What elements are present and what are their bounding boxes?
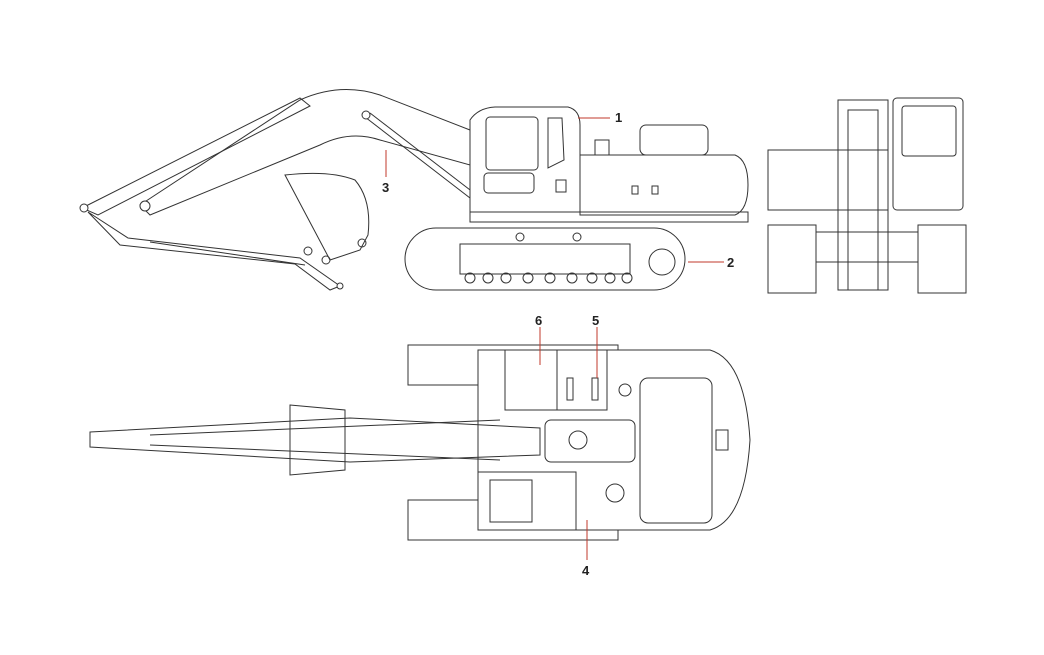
vent — [591, 377, 599, 401]
pin — [336, 282, 344, 290]
latch — [631, 185, 639, 195]
callout-3: 3 — [382, 180, 389, 195]
engine-hood — [639, 124, 709, 156]
cab-window-lower — [483, 172, 535, 194]
pin — [361, 110, 371, 120]
crawler-track — [404, 227, 686, 291]
idler — [648, 248, 676, 276]
cab — [469, 106, 581, 213]
callout-1: 1 — [615, 110, 622, 125]
upper-frame — [469, 211, 749, 223]
front-cab — [892, 97, 964, 211]
pin — [303, 246, 313, 256]
pin — [139, 200, 151, 212]
hydraulic-tank — [556, 349, 608, 411]
leader-lines — [385, 117, 724, 560]
front-view — [767, 97, 967, 294]
pump — [618, 383, 632, 397]
front-cab-window — [901, 105, 957, 157]
top-boom-arm — [89, 417, 541, 463]
grille — [715, 429, 729, 451]
latch — [651, 185, 659, 195]
arm-line — [149, 444, 501, 461]
cab-window — [485, 116, 539, 171]
filler-cap — [594, 139, 610, 156]
callout-2: 2 — [727, 255, 734, 270]
swing-motor-area — [544, 419, 636, 463]
engine-housing — [579, 154, 749, 216]
track-frame — [459, 243, 631, 275]
boom-cylinder — [364, 116, 471, 199]
engine-cover — [639, 377, 713, 524]
pin — [79, 203, 89, 213]
callout-4: 4 — [582, 563, 590, 578]
top-view — [89, 344, 751, 541]
front-boom-inner — [847, 109, 879, 291]
boom-cylinder-edge — [369, 112, 475, 194]
vent — [566, 377, 574, 401]
cab-top — [477, 471, 577, 531]
arm-lower — [87, 211, 342, 291]
callout-6: 6 — [535, 313, 542, 328]
cab-roof-window — [489, 479, 533, 523]
swing-gear — [568, 430, 588, 450]
track-rollers — [464, 232, 633, 284]
side-view — [79, 89, 749, 291]
top-bucket — [289, 404, 346, 476]
arm-line — [149, 419, 501, 436]
undercarriage — [815, 231, 919, 263]
left-track — [767, 224, 817, 294]
door-window — [547, 117, 565, 169]
arm — [80, 97, 311, 216]
bucket — [284, 172, 370, 261]
swing-bearing-cap — [605, 483, 625, 503]
callout-5: 5 — [592, 313, 599, 328]
right-track — [917, 224, 967, 294]
front-body — [767, 149, 889, 211]
bucket-cylinder — [149, 241, 306, 266]
step — [555, 179, 567, 193]
